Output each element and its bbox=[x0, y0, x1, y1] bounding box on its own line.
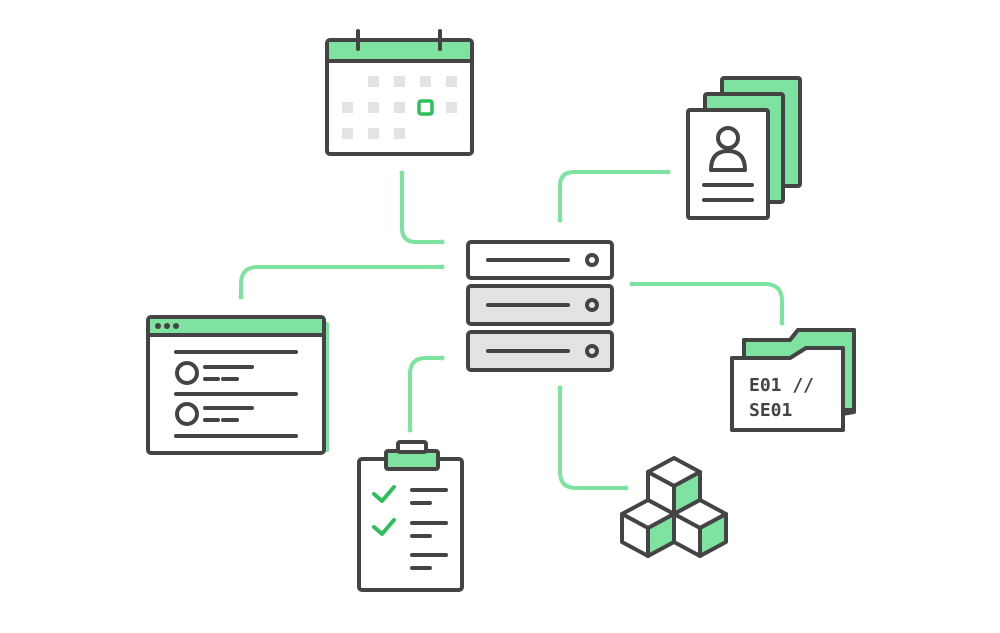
folder-label-line1: E01 // bbox=[749, 375, 814, 396]
browser-list-window-icon bbox=[146, 315, 329, 455]
connector-dot bbox=[557, 217, 563, 223]
connector-cubes bbox=[558, 386, 628, 490]
folder-icon: E01 // SE01 bbox=[730, 328, 856, 432]
calendar-selected-day bbox=[417, 99, 434, 116]
clipboard-checklist-icon bbox=[357, 440, 464, 592]
connector-dot bbox=[399, 170, 405, 176]
server-rack-icon bbox=[466, 240, 614, 372]
connector-dot bbox=[665, 169, 671, 175]
connector-browser bbox=[239, 265, 444, 299]
connector-contacts bbox=[558, 170, 670, 222]
connector-calendar bbox=[400, 171, 444, 244]
connector-dot bbox=[623, 485, 629, 491]
connector-dot bbox=[439, 355, 445, 361]
connector-dot bbox=[439, 264, 445, 270]
connector-dot bbox=[629, 281, 635, 287]
contact-cards-icon bbox=[686, 76, 802, 220]
stacked-cubes-icon bbox=[620, 456, 728, 558]
connectors bbox=[238, 169, 785, 491]
connector-dot bbox=[407, 427, 413, 433]
folder-label-line2: SE01 bbox=[749, 400, 792, 421]
connector-folder bbox=[630, 282, 784, 325]
calendar-day-cells bbox=[342, 76, 457, 139]
connector-clipboard bbox=[408, 356, 444, 432]
connector-dot bbox=[238, 294, 244, 300]
calendar-icon bbox=[325, 29, 474, 156]
connector-dot bbox=[557, 385, 563, 391]
connector-dot bbox=[439, 239, 445, 245]
connector-dot bbox=[779, 320, 785, 326]
